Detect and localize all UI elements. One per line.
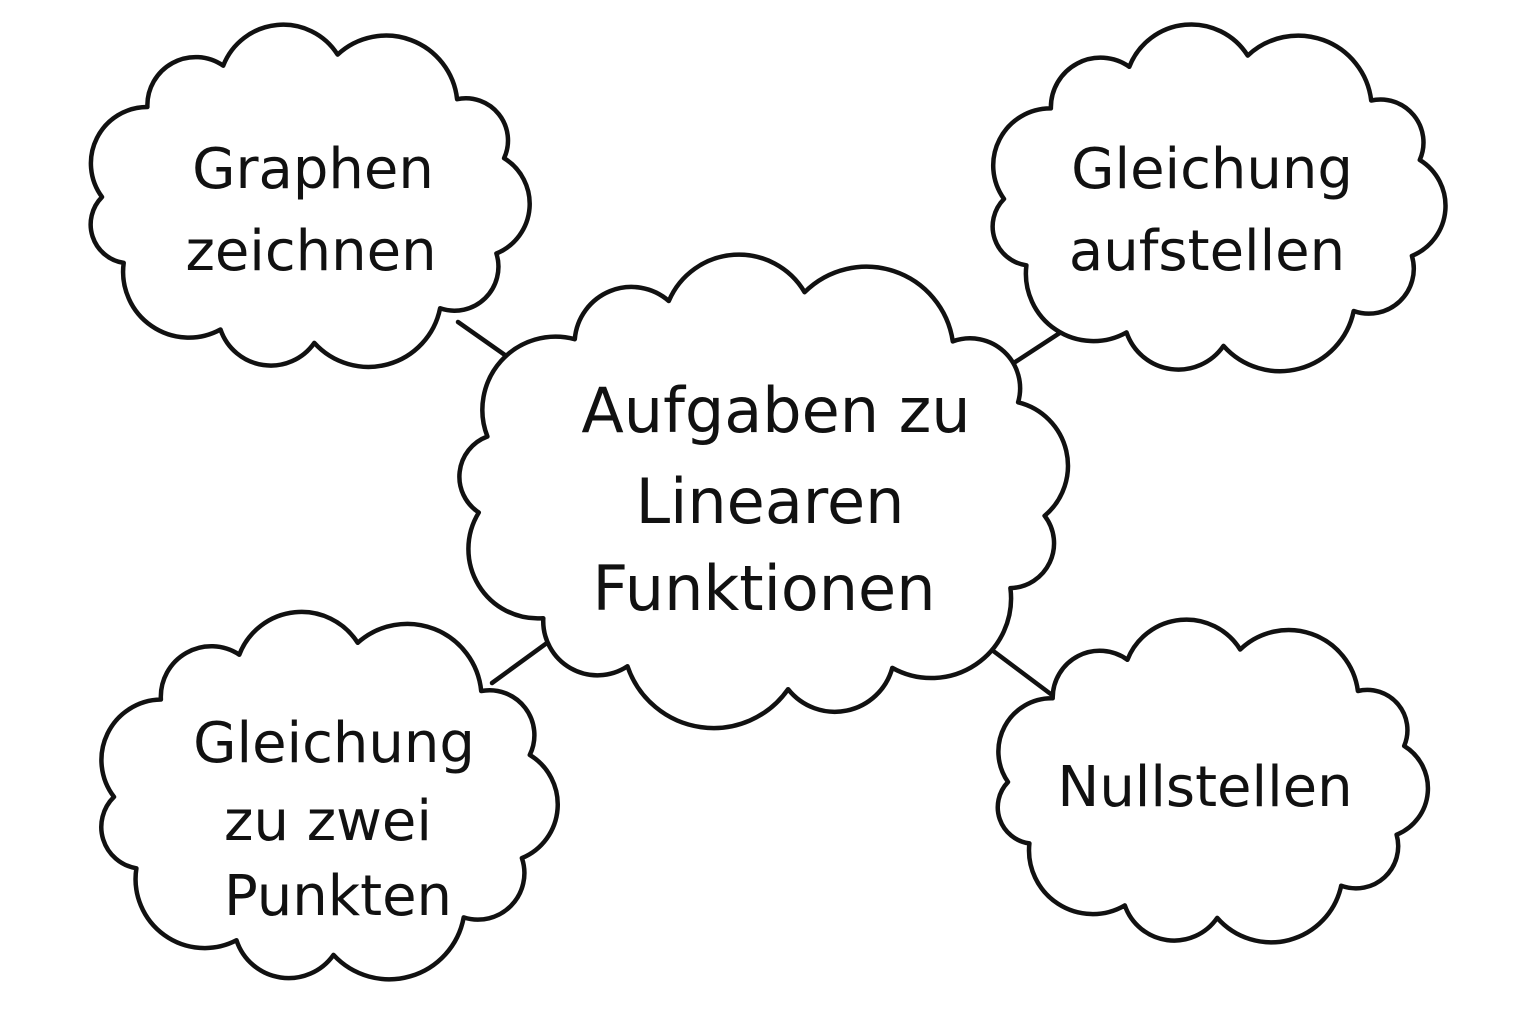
cloud-nullstellen: Nullstellen [995,617,1431,945]
connector-nullstellen [981,641,1055,698]
cloud-shape [995,617,1431,945]
node-label-line-3: Punkten [224,864,452,929]
node-label-line-1: Gleichung [1071,137,1353,202]
cloud-gleichung-aufstellen: Gleichung aufstellen [990,22,1448,374]
cloud-center: Aufgaben zu Linearen Funktionen [457,252,1071,731]
center-label-line-2: Linearen [636,465,905,538]
node-label-line-1: Graphen [192,137,434,202]
node-label-line-1: Gleichung [193,711,475,776]
node-label-line-2: aufstellen [1069,219,1345,284]
cloud-shape [88,22,532,370]
cloud-shape [990,22,1448,374]
center-label-line-3: Funktionen [593,552,936,625]
cloud-graphen-zeichnen: Graphen zeichnen [88,22,532,370]
node-label-line-2: zeichnen [185,219,436,284]
cloud-gleichung-zwei-punkte: Gleichung zu zwei Punkten [99,609,560,982]
node-label-line-2: zu zwei [224,789,432,854]
cloud-shape [99,609,560,982]
cloud-shape [457,252,1071,731]
node-label-line-1: Nullstellen [1057,755,1352,820]
center-label-line-1: Aufgaben zu [581,374,970,447]
